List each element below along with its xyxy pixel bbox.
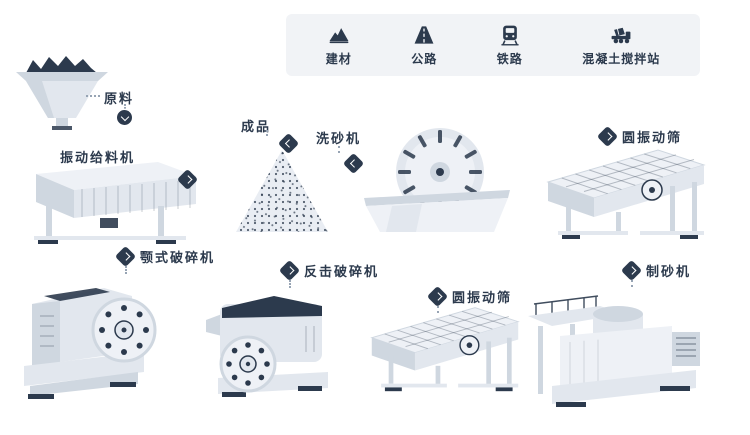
vibrating-screen-top-label: 圆振动筛 <box>622 130 683 145</box>
finished-product-pile <box>232 144 332 236</box>
impact-crusher-label: 反击破碎机 <box>304 264 380 279</box>
jaw-crusher-tag: 颚式破碎机 <box>114 245 216 268</box>
sand-washer-illustration <box>364 128 510 232</box>
legend-panel: 建材 公路 铁路 <box>286 14 700 76</box>
legend-label: 公路 <box>411 52 438 66</box>
connector-line <box>437 306 439 313</box>
sand-washer-label: 洗砂机 <box>316 131 362 146</box>
chevron-badge-sand-washer <box>342 152 365 175</box>
vibrating-screen-illustration <box>546 149 706 239</box>
impact-crusher <box>194 274 336 404</box>
legend-label: 混凝土搅拌站 <box>582 52 661 66</box>
jaw-crusher-label: 颚式破碎机 <box>140 250 216 265</box>
railway-icon <box>501 25 519 46</box>
connector-line <box>631 280 633 287</box>
building-materials-icon <box>329 28 349 44</box>
vibrating-feeder <box>8 158 203 246</box>
legend-item-highway: 公路 <box>411 23 437 67</box>
sand-washer <box>362 124 512 238</box>
vibrating-feeder-tag: 振动给料机 <box>60 147 135 166</box>
legend-item-building-materials: 建材 <box>326 23 352 67</box>
concrete-mixer-icon <box>611 27 631 44</box>
connector-line <box>289 280 291 288</box>
legend-item-concrete-mixing-plant: 混凝土搅拌站 <box>582 23 660 67</box>
vibrating-screen-illustration <box>370 307 520 392</box>
legend-item-railway: 铁路 <box>497 23 523 67</box>
sand-maker <box>526 272 708 412</box>
vibrating-screen-bottom <box>364 302 526 394</box>
chevron-badge-vibrating-screen-bottom <box>426 285 449 308</box>
sand-maker-label: 制砂机 <box>646 264 692 279</box>
highway-icon <box>414 26 434 44</box>
connector-line <box>266 130 268 136</box>
vibrating-screen-bottom-tag: 圆振动筛 <box>426 285 513 308</box>
jaw-crusher <box>12 264 174 402</box>
legend-label: 铁路 <box>496 52 523 66</box>
legend-label: 建材 <box>325 52 352 66</box>
vibrating-screen-bottom-label: 圆振动筛 <box>452 290 513 305</box>
connector-line <box>338 146 340 153</box>
sand-maker-tag: 制砂机 <box>620 259 692 282</box>
raw-material-label: 原料 <box>104 91 135 106</box>
hopper-illustration <box>16 56 108 130</box>
vibrating-feeder-illustration <box>34 162 196 244</box>
finished-product-label: 成品 <box>241 119 272 134</box>
impact-crusher-tag: 反击破碎机 <box>278 259 380 282</box>
sand-pile-illustration <box>236 150 328 232</box>
chevron-badge-jaw-crusher <box>114 245 137 268</box>
sand-maker-illustration <box>528 295 700 407</box>
raw-material-hopper <box>12 50 112 132</box>
vibrating-screen-top <box>540 144 712 242</box>
vibrating-screen-top-tag: 圆振动筛 <box>596 125 683 148</box>
raw-material-tag: 原料 <box>104 88 134 107</box>
connector-line <box>86 95 100 97</box>
chevron-badge-sand-maker <box>620 259 643 282</box>
chevron-badge-impact-crusher <box>278 259 301 282</box>
sand-washer-tag: 洗砂机 <box>316 128 361 147</box>
vibrating-feeder-label: 振动给料机 <box>60 150 136 165</box>
connector-line <box>125 266 127 274</box>
jaw-crusher-illustration <box>24 288 157 399</box>
finished-product-tag: 成品 <box>241 116 271 135</box>
impact-crusher-illustration <box>206 296 328 397</box>
chevron-badge-raw-material <box>117 110 132 125</box>
chevron-badge-vibrating-screen-top <box>596 125 619 148</box>
connector-line <box>124 104 126 109</box>
